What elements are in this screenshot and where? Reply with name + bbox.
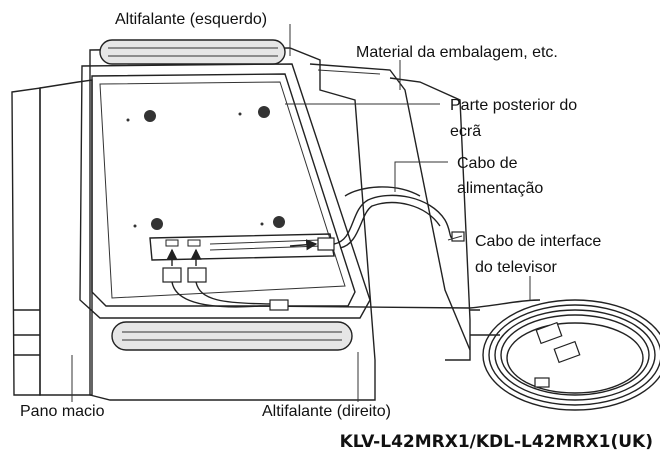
label-soft-cloth: Pano macio bbox=[20, 403, 105, 420]
speaker-right bbox=[112, 322, 352, 350]
label-interface-cable-2: do televisor bbox=[475, 259, 557, 276]
label-screen-rear-2: ecrã bbox=[450, 123, 481, 140]
screen-rear-panel bbox=[80, 64, 370, 318]
connector-panel bbox=[150, 234, 334, 282]
power-cable bbox=[334, 187, 464, 248]
mount-hole-top-right bbox=[258, 106, 270, 118]
label-screen-rear-1: Parte posterior do bbox=[450, 97, 577, 114]
speaker-left bbox=[100, 40, 285, 64]
label-packing-material: Material da embalagem, etc. bbox=[356, 44, 558, 61]
mount-hole-bottom-left bbox=[151, 218, 163, 230]
label-speaker-right: Altifalante (direito) bbox=[262, 403, 391, 420]
label-power-cable-1: Cabo de bbox=[457, 155, 518, 172]
model-number: KLV-L42MRX1/KDL-L42MRX1(UK) bbox=[340, 432, 653, 452]
mount-hole-top-left bbox=[144, 110, 156, 122]
label-interface-cable-1: Cabo de interface bbox=[475, 233, 601, 250]
mount-hole-bottom-right bbox=[273, 216, 285, 228]
label-power-cable-2: alimentação bbox=[457, 180, 543, 197]
label-speaker-left: Altifalante (esquerdo) bbox=[115, 11, 267, 28]
